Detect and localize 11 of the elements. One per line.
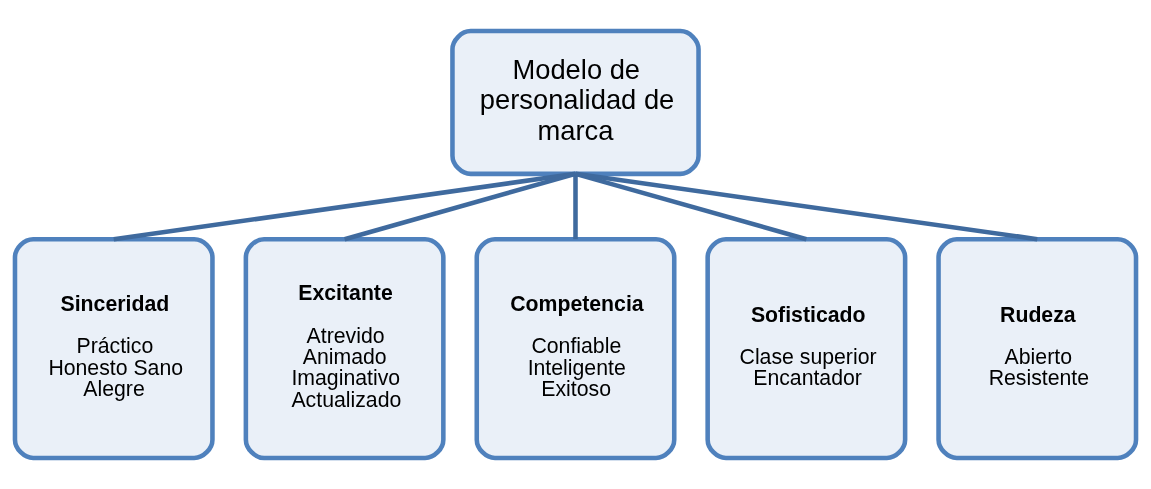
- node-box: Competencia Confiable Inteligente Exitoso: [474, 236, 677, 461]
- node-box: Sofisticado Clase superior Encantador: [705, 236, 908, 461]
- connector: [575, 171, 1038, 242]
- connector: [573, 173, 578, 240]
- node-box: Modelo de personalidad de marca: [450, 28, 701, 177]
- connector: [113, 171, 576, 242]
- node-box: Excitante Atrevido Animado Imaginativo Actualizado: [243, 236, 446, 461]
- node-box: Rudeza Abierto Resistente: [936, 236, 1139, 461]
- node-box: Sinceridad Práctico Honesto Sano Alegre: [12, 236, 215, 461]
- connector: [574, 171, 807, 242]
- connector: [344, 171, 577, 242]
